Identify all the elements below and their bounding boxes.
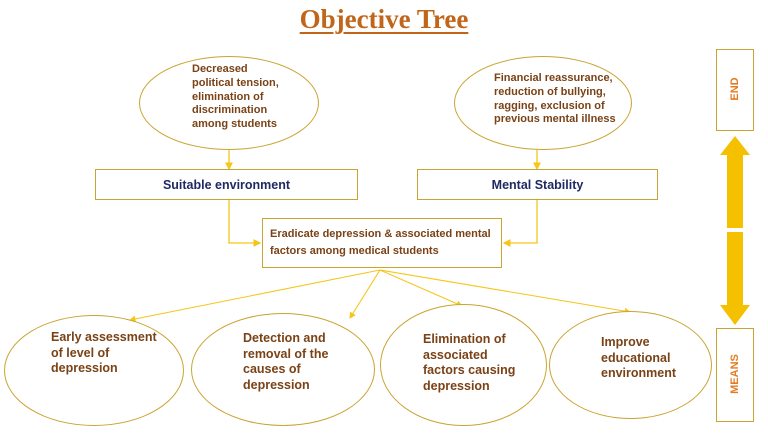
core-objective-box bbox=[262, 218, 502, 268]
page-title: Objective Tree bbox=[299, 4, 469, 34]
connector-center-to-mean4 bbox=[379, 269, 632, 315]
core-objective-text: Eradicate depression & associated mental… bbox=[270, 228, 491, 257]
means-ellipse-2 bbox=[191, 313, 375, 426]
end-side-label: END bbox=[729, 77, 741, 101]
connector-box2-to-center bbox=[502, 200, 538, 247]
mental-stability-label: Mental Stability bbox=[491, 177, 584, 192]
end-ellipse-1 bbox=[139, 56, 319, 150]
means-ellipse-4 bbox=[549, 311, 712, 419]
connector-center-to-mean2 bbox=[349, 269, 381, 319]
suitable-environment-label: Suitable environment bbox=[162, 177, 291, 192]
connector-center-to-mean3 bbox=[379, 269, 464, 307]
suitable-environment-box: Suitable environment bbox=[95, 169, 358, 200]
means-ellipse-1 bbox=[4, 315, 184, 426]
end-side-box bbox=[716, 49, 754, 131]
means-side-label: MEANS bbox=[729, 354, 741, 394]
down-arrow-icon bbox=[720, 232, 750, 325]
connector-box1-to-center bbox=[228, 200, 262, 247]
up-arrow-icon bbox=[720, 136, 750, 228]
end-ellipse-2 bbox=[454, 56, 632, 150]
means-side-box bbox=[716, 328, 754, 422]
end-text-2: Financial reassurance,reduction of bully… bbox=[494, 72, 616, 126]
means-ellipse-3 bbox=[380, 304, 547, 426]
connector-center-to-mean1 bbox=[128, 269, 381, 323]
mental-stability-box: Mental Stability bbox=[417, 169, 658, 200]
